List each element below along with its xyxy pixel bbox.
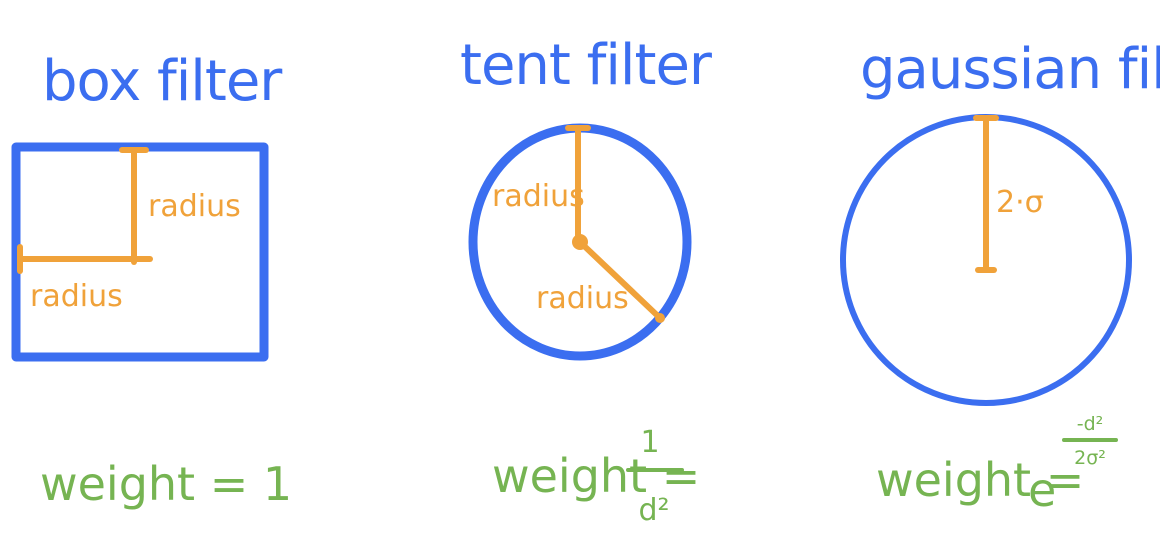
- gaussian-formula-lhs: weight =: [876, 453, 1084, 507]
- tent-label-vertical-radius: radius: [492, 179, 585, 214]
- gaussian-filter-title: gaussian filter: [860, 37, 1160, 102]
- tent-label-diagonal-radius: radius: [536, 281, 629, 316]
- gaussian-formula-base: e: [1028, 463, 1056, 517]
- tent-formula-numerator: 1: [640, 425, 659, 460]
- gaussian-label-radius: 2·σ: [996, 185, 1044, 220]
- tent-center-dot: [572, 234, 588, 250]
- gaussian-formula-exp-numerator: -d²: [1077, 413, 1104, 435]
- tent-formula-lhs: weight =: [492, 449, 700, 503]
- box-label-horizontal-radius: radius: [30, 279, 123, 314]
- tent-filter-panel: tent filter radius radius weight = 1 d²: [460, 33, 714, 528]
- box-filter-square: [11, 142, 269, 362]
- box-label-vertical-radius: radius: [148, 189, 241, 224]
- box-filter-formula: weight = 1: [40, 457, 292, 511]
- tent-filter-title: tent filter: [460, 33, 713, 98]
- tent-formula-denominator: d²: [638, 493, 669, 528]
- box-filter-title: box filter: [42, 49, 283, 114]
- tent-edge-dot: [655, 313, 665, 323]
- gaussian-filter-panel: gaussian filter 2·σ weight = e -d² 2σ²: [840, 37, 1160, 517]
- tent-diagonal-radius-line: [577, 239, 663, 321]
- gaussian-formula-exp-denominator: 2σ²: [1074, 447, 1106, 469]
- box-filter-panel: box filter radius radius weight = 1: [11, 49, 292, 511]
